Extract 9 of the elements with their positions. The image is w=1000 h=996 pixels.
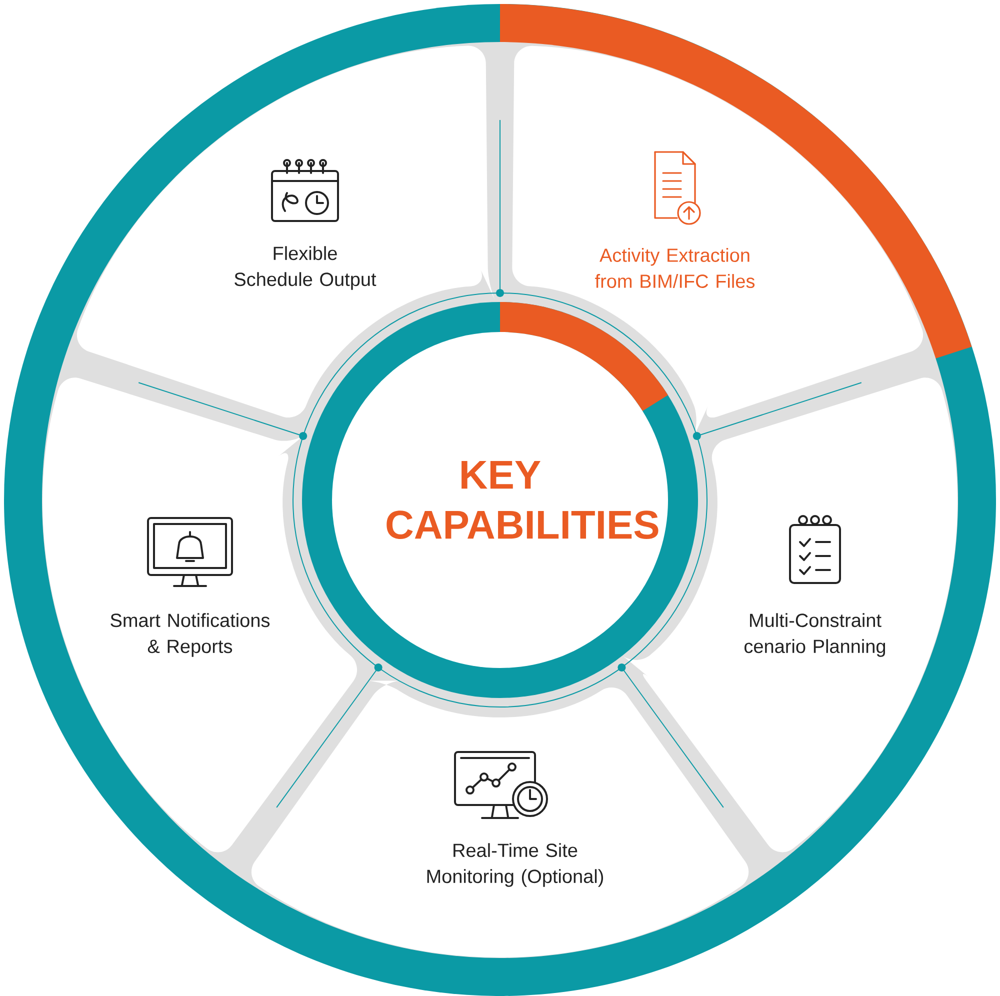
node-label: Flexible Schedule Output [234, 246, 376, 290]
segment: Flexible Schedule Output [76, 46, 496, 418]
segment: Smart Notifications & Reports [42, 378, 358, 852]
node-label: Real-Time Site Monitoring (Optional) [427, 843, 604, 887]
segment: Real-Time Site Monitoring (Optional) [251, 680, 749, 958]
node-label: Multi-Constraint cenario Planning [744, 613, 886, 657]
node-label: Smart Notifications & Reports [110, 613, 270, 657]
segment: Activity Extraction from BIM/IFC Files [512, 46, 924, 439]
node-label: Activity Extraction from BIM/IFC Files [595, 248, 755, 288]
